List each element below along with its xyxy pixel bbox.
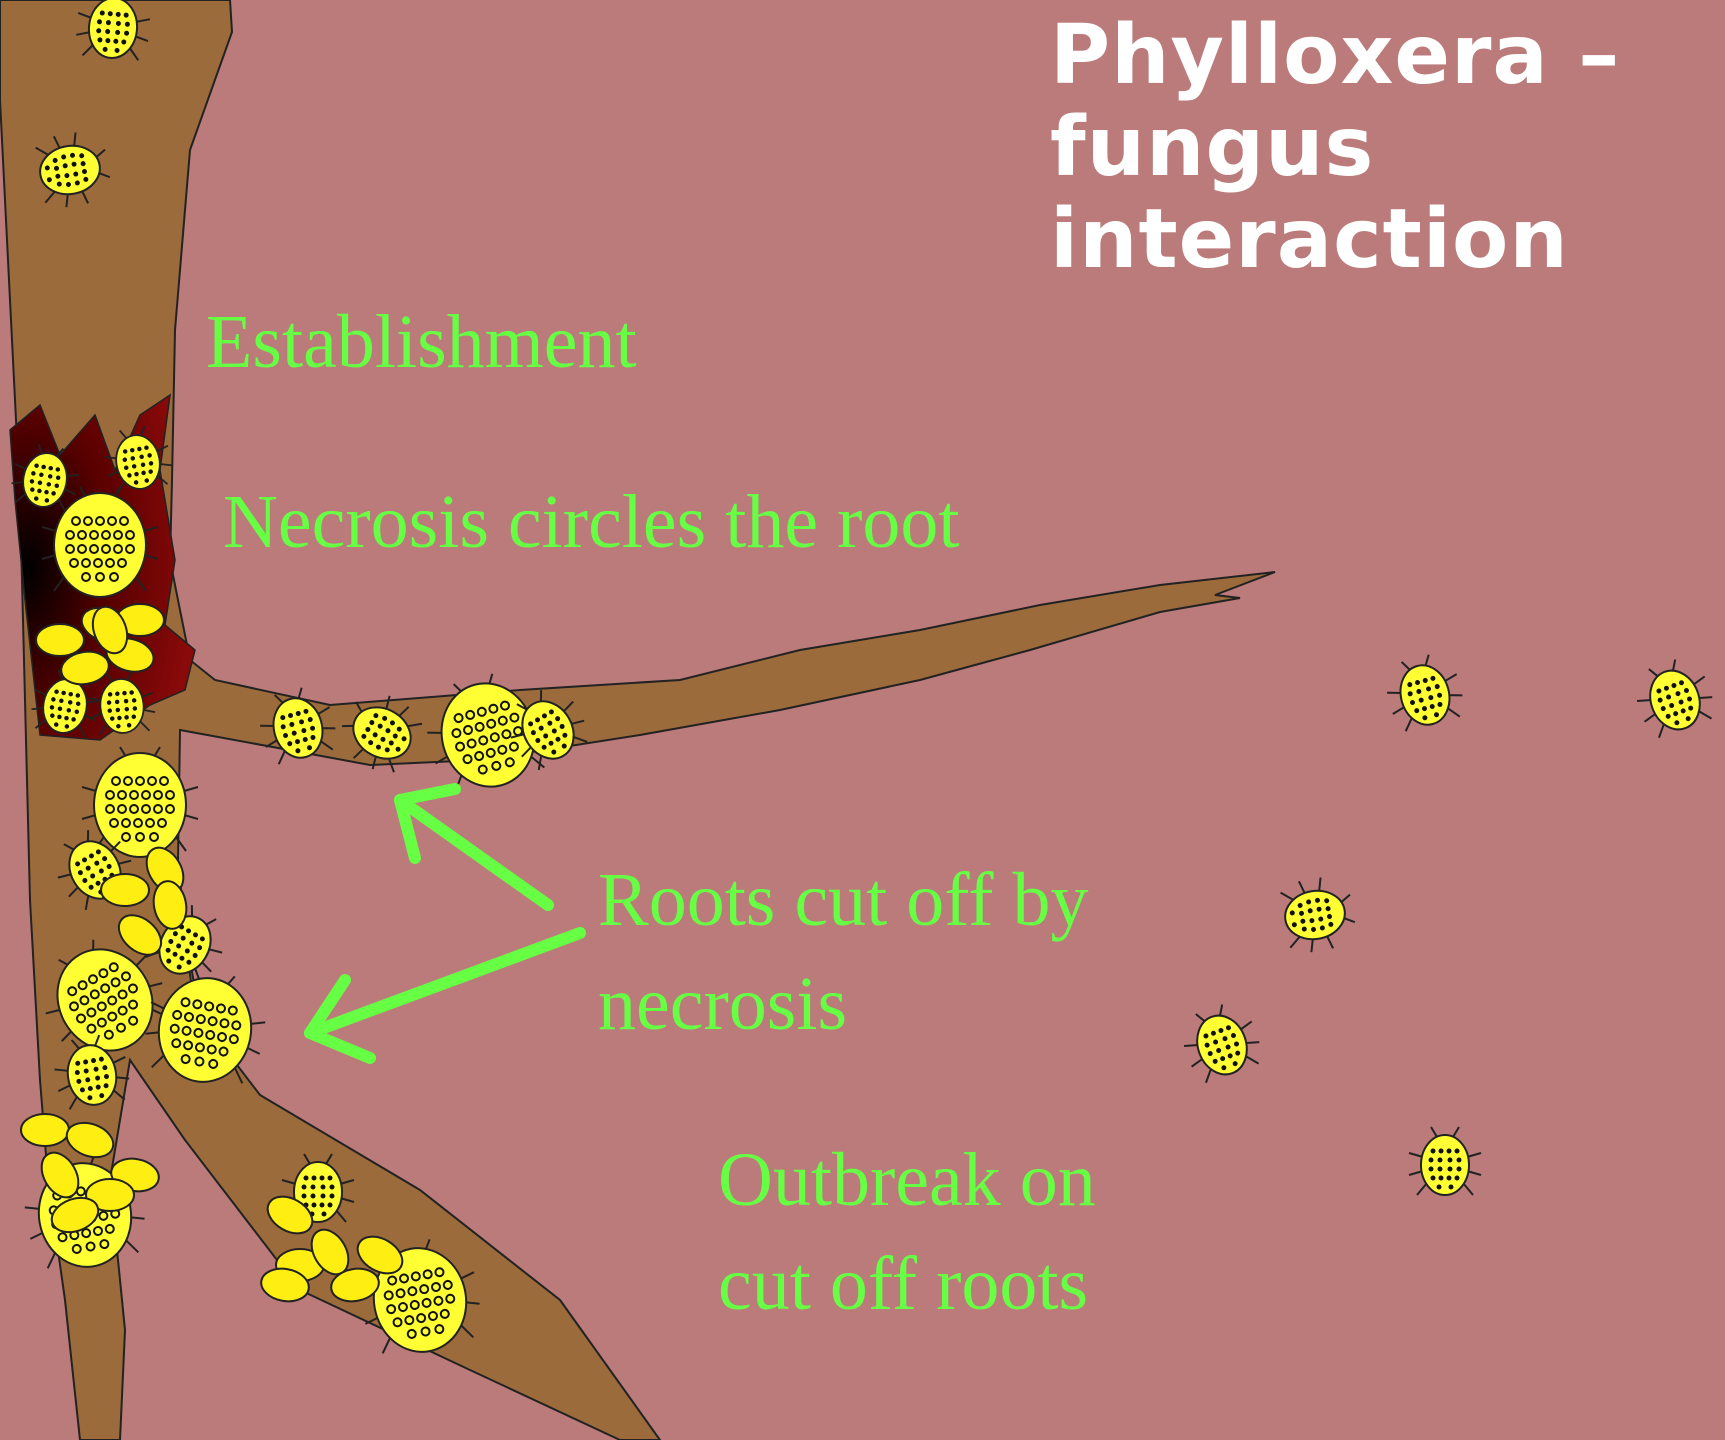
label-outbreak: Outbreak on cut off roots	[718, 1128, 1096, 1336]
label-roots-cut: Roots cut off by necrosis	[598, 848, 1088, 1056]
page-title: Phylloxera – fungus interaction	[1050, 10, 1710, 286]
arrows	[310, 789, 580, 1058]
label-establishment: Establishment	[206, 290, 637, 394]
arrow-lower	[310, 933, 580, 1058]
label-necrosis: Necrosis circles the root	[223, 470, 960, 574]
arrow-upper	[400, 789, 548, 905]
